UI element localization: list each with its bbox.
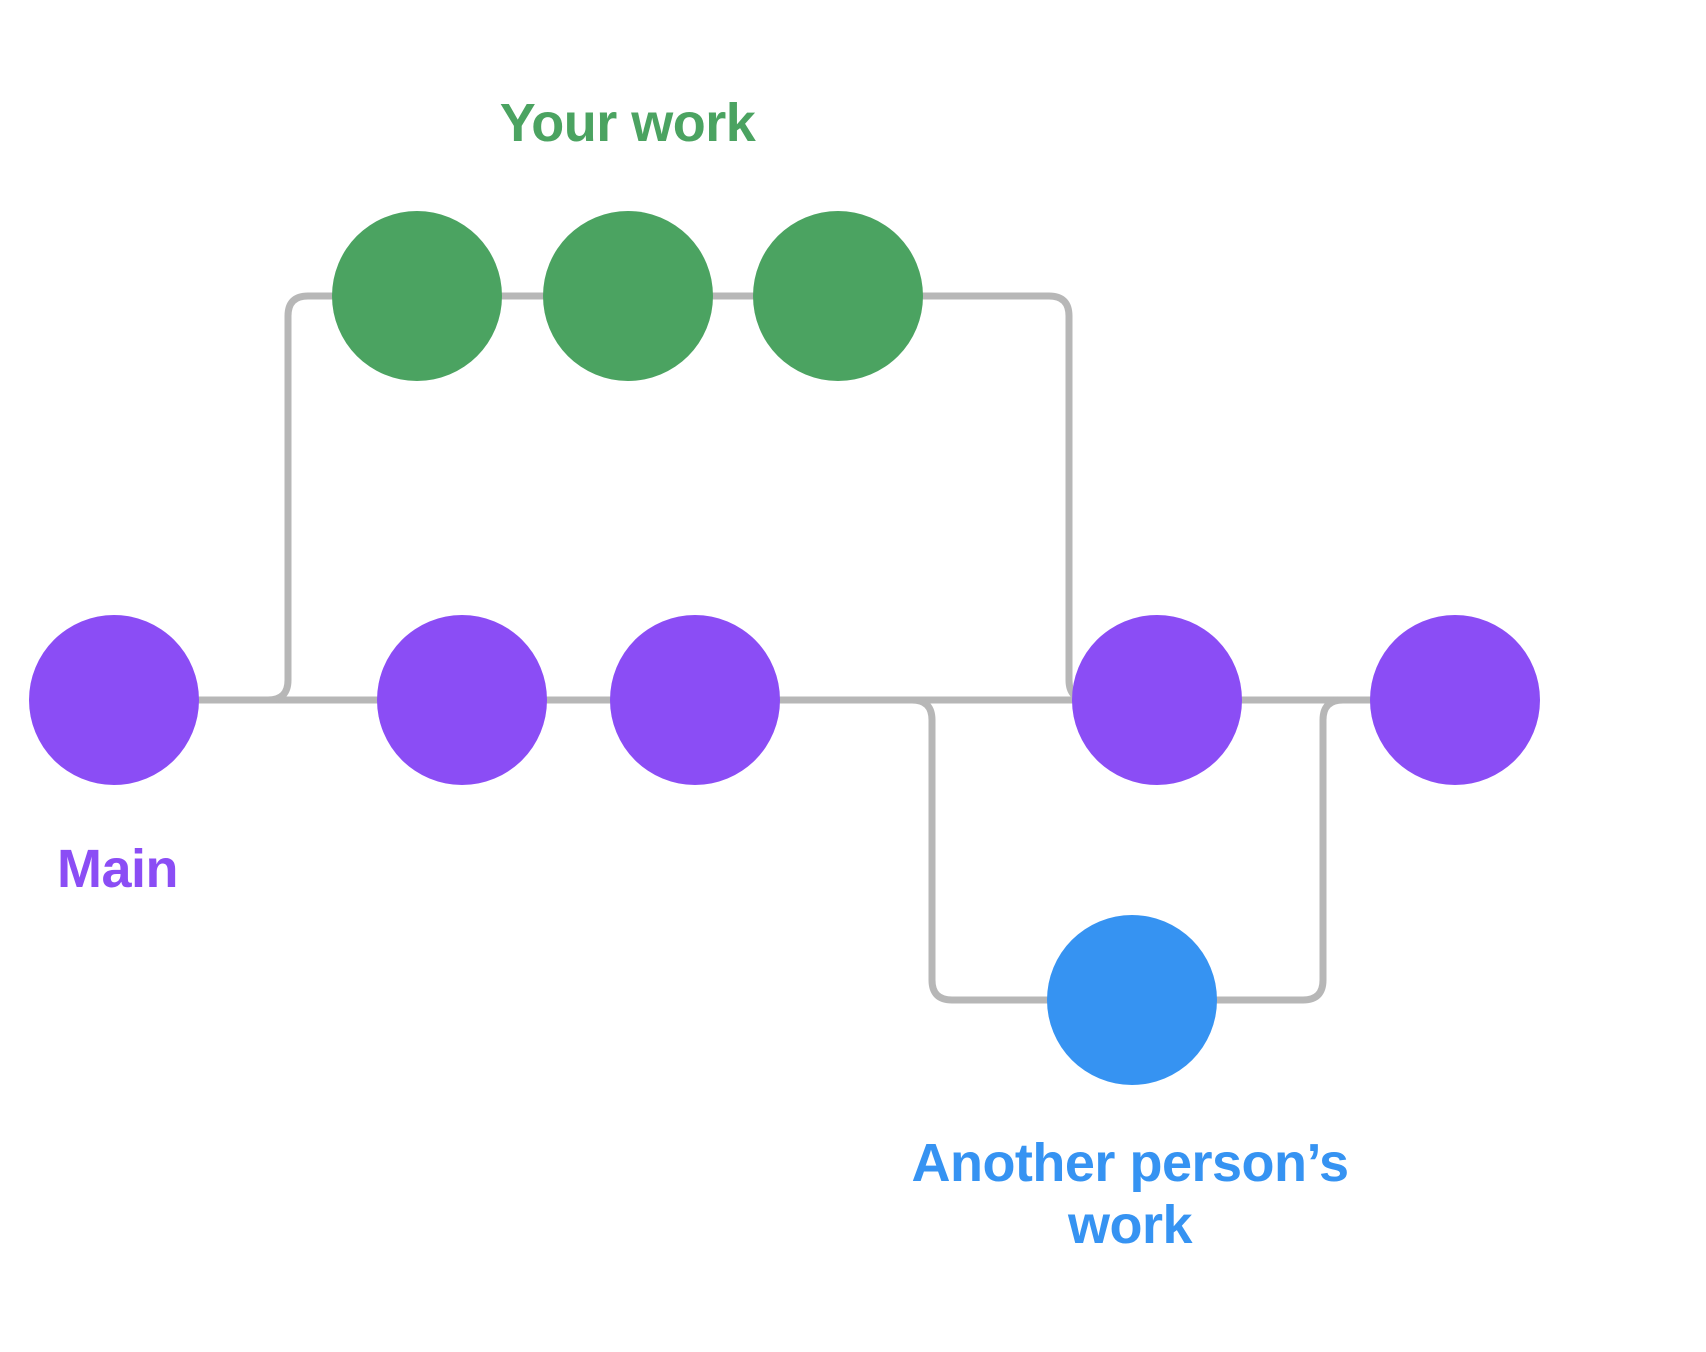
commit-nodes bbox=[29, 211, 1540, 1085]
branch-label-your-work: Your work bbox=[499, 93, 756, 153]
main-commit-4-merge[interactable] bbox=[1072, 615, 1242, 785]
main-commit-5-merge[interactable] bbox=[1370, 615, 1540, 785]
another-person-commit-1[interactable] bbox=[1047, 915, 1217, 1085]
edge-main-branch-out-to-another-person bbox=[868, 696, 1051, 1004]
branch-label-another-person: Another person’s work bbox=[911, 1133, 1349, 1256]
your-work-commit-1[interactable] bbox=[332, 211, 502, 381]
your-work-commit-2[interactable] bbox=[543, 211, 713, 381]
your-work-commit-3[interactable] bbox=[753, 211, 923, 381]
branch-label-main: Main bbox=[57, 839, 179, 899]
main-commit-1[interactable] bbox=[29, 615, 199, 785]
edge-main-branch-out-to-your-work bbox=[251, 292, 336, 704]
main-commit-3[interactable] bbox=[610, 615, 780, 785]
main-commit-2[interactable] bbox=[377, 615, 547, 785]
edge-your-work-merge-into-main bbox=[919, 292, 1106, 704]
edge-another-person-merge-into-main bbox=[1213, 696, 1396, 1004]
